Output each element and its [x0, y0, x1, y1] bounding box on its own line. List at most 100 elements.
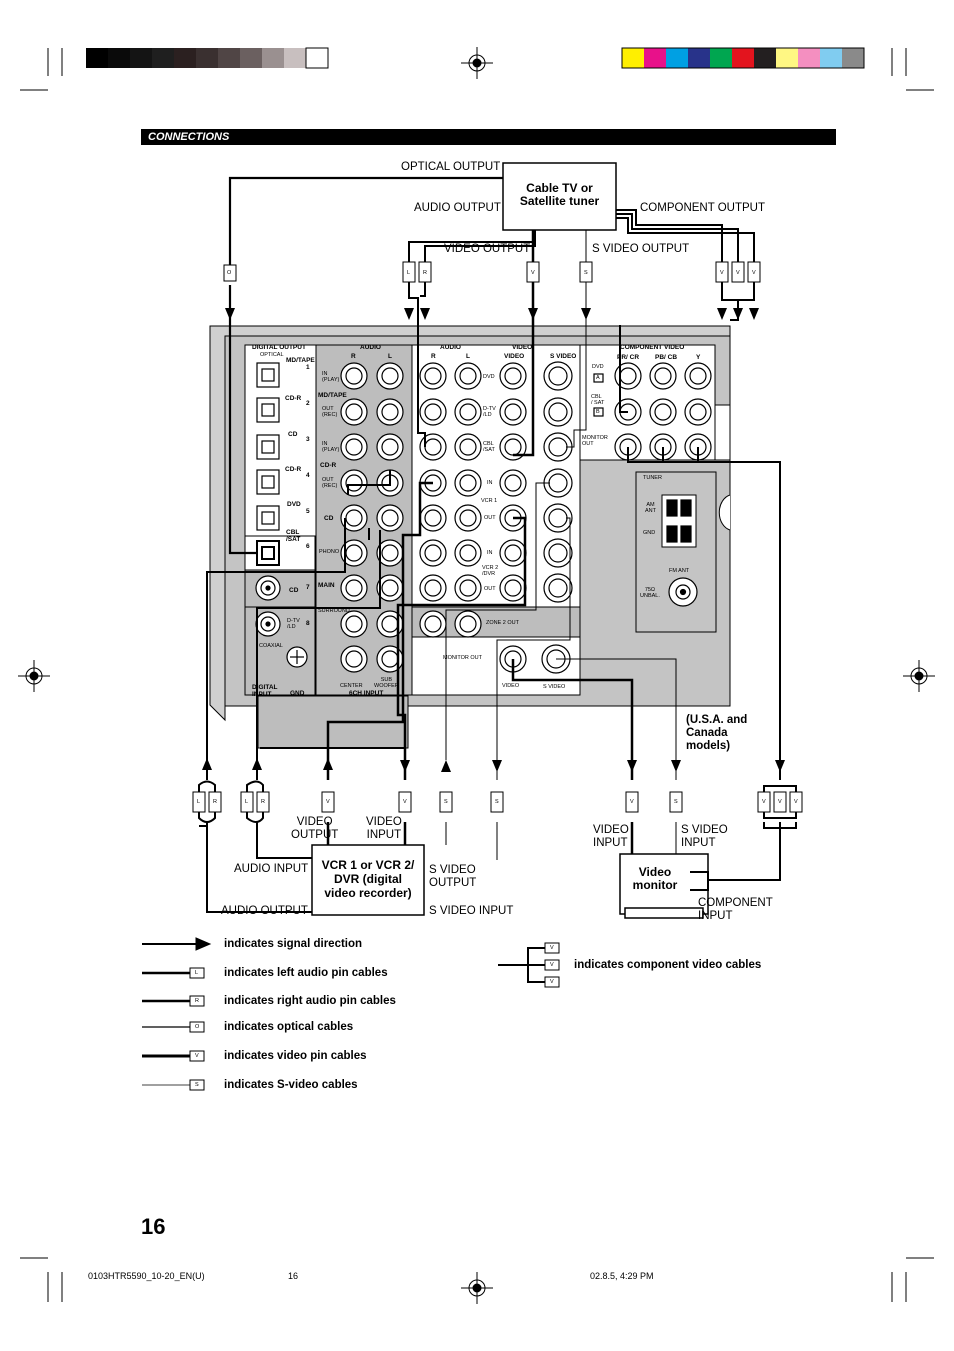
- registration-mark-top: [461, 47, 493, 79]
- top-plugs: [223, 261, 761, 283]
- panel-am-ant: AM ANT: [645, 502, 656, 514]
- panel-cbl-c: CBL / SAT: [591, 394, 605, 406]
- panel-dvd-v: DVD: [483, 374, 495, 380]
- plug-right: R: [261, 799, 265, 805]
- panel-num-8: 8: [306, 620, 310, 627]
- signal-arrows: [202, 308, 785, 772]
- panel-unbal: 75Ω UNBAL.: [640, 587, 660, 599]
- legend-plug-optical: O: [195, 1024, 200, 1030]
- cables: [199, 176, 797, 913]
- panel-gnd: GND: [290, 690, 305, 697]
- panel-cbl-sat-opt: CBL /SAT: [286, 529, 301, 543]
- panel-video-col: VIDEO: [504, 353, 525, 360]
- panel-audio-2: AUDIO: [440, 344, 461, 351]
- plug-video: V: [403, 799, 407, 805]
- panel-pb: PB/ CB: [655, 354, 678, 361]
- panel-md-tape: MD/TAPE: [286, 357, 315, 364]
- panel-vcr1: VCR 1: [481, 498, 498, 504]
- plug-video: V: [778, 799, 782, 805]
- panel-dvd-c-tag: A: [596, 375, 600, 381]
- legend-right: indicates right audio pin cables: [224, 995, 396, 1007]
- page-number: 16: [141, 1214, 166, 1239]
- legend-optical: indicates optical cables: [224, 1021, 354, 1033]
- panel-num-4: 4: [306, 472, 310, 479]
- label-monitor-video-input: VIDEO INPUT: [593, 824, 629, 849]
- panel-coaxial: COAXIAL: [259, 643, 283, 649]
- label-component-output: COMPONENT OUTPUT: [640, 202, 766, 214]
- legend-svideo: indicates S-video cables: [224, 1079, 358, 1091]
- panel-num-5: 5: [306, 508, 310, 515]
- plug-optical: O: [227, 270, 232, 276]
- panel-phono: PHONO: [319, 549, 340, 555]
- panel-monitor-out: MONITOR OUT: [443, 655, 483, 661]
- panel-out-rec: OUT (REC): [322, 406, 338, 418]
- panel-num-3: 3: [306, 436, 310, 443]
- plug-video: V: [762, 799, 766, 805]
- plug-right: R: [213, 799, 217, 805]
- panel-md-tape-2: MD/TAPE: [318, 392, 347, 399]
- label-vcr-s-video-input: S VIDEO INPUT: [429, 905, 514, 917]
- label-vcr-s-video-output: S VIDEO OUTPUT: [429, 864, 477, 889]
- panel-main: MAIN: [318, 582, 335, 589]
- section-header-bar: CONNECTIONS: [141, 129, 836, 145]
- registration-mark-bottom: [461, 1272, 493, 1304]
- panel-audio: AUDIO: [360, 344, 381, 351]
- label-audio-output: AUDIO OUTPUT: [414, 202, 501, 214]
- panel-tuner: TUNER: [643, 475, 662, 481]
- panel-in-play: IN (PLAY): [322, 371, 340, 383]
- panel-dtv-v: D-TV /LD: [483, 406, 496, 418]
- panel-num-6: 6: [306, 543, 310, 550]
- legend-video: indicates video pin cables: [224, 1050, 367, 1062]
- panel-dvd-c: DVD: [592, 364, 604, 370]
- panel-dtv-coax: D-TV /LD: [287, 618, 300, 630]
- plug-svideo: S: [444, 799, 448, 805]
- vcr-box-line3: video recorder): [324, 886, 412, 900]
- plug-video: V: [326, 799, 330, 805]
- plug-left: L: [245, 799, 249, 805]
- panel-r: R: [351, 353, 356, 360]
- registration-mark-right: [903, 660, 935, 692]
- panel-svideo-bot: S VIDEO: [543, 684, 566, 690]
- legend-graphics: [142, 937, 560, 1091]
- panel-fm-ant: FM ANT: [669, 568, 690, 574]
- monitor-box-line2: monitor: [632, 878, 678, 892]
- legend-plug-video: V: [195, 1053, 199, 1059]
- label-video-output: VIDEO OUTPUT: [444, 243, 531, 255]
- label-optical-output: OPTICAL OUTPUT: [401, 161, 501, 173]
- panel-num-7: 7: [306, 584, 310, 591]
- plug-video: V: [531, 270, 535, 276]
- plug-video: V: [630, 799, 634, 805]
- panel-cbl-v: CBL /SAT: [483, 441, 495, 453]
- registration-mark-left: [18, 660, 50, 692]
- footer-date: 02.8.5, 4:29 PM: [590, 1271, 654, 1281]
- plug-video: V: [752, 270, 756, 276]
- tuner-box-line1: Cable TV or: [526, 181, 593, 195]
- panel-num-2: 2: [306, 400, 310, 407]
- panel-cd-r-3: CD-R: [320, 462, 337, 469]
- footer-page: 16: [288, 1271, 299, 1281]
- plug-right: R: [423, 270, 427, 276]
- color-bar: [621, 47, 865, 69]
- panel-out-1: OUT: [484, 515, 496, 521]
- panel-digital-input: DIGITAL INPUT: [252, 684, 278, 698]
- label-vcr-audio-output: AUDIO OUTPUT: [221, 905, 308, 917]
- section-title: CONNECTIONS: [148, 131, 230, 143]
- panel-pr: PR/ CR: [617, 354, 640, 361]
- panel-center: CENTER: [340, 683, 363, 689]
- panel-s-video-col: S VIDEO: [550, 353, 577, 360]
- label-s-video-output: S VIDEO OUTPUT: [592, 243, 690, 255]
- panel-cd-coax: CD: [289, 587, 299, 594]
- panel-subwoofer: SUB WOOFER: [374, 677, 399, 689]
- panel-cd-r: CD-R: [285, 395, 302, 402]
- coaxial-jacks: [255, 575, 308, 668]
- panel-optical: OPTICAL: [260, 352, 284, 358]
- vcr-box-line2: DVR (digital: [334, 872, 402, 886]
- plug-video: V: [720, 270, 724, 276]
- legend-plug-video: V: [550, 945, 554, 951]
- panel-cd: CD: [288, 431, 298, 438]
- plug-left: L: [407, 270, 411, 276]
- plug-left: L: [197, 799, 201, 805]
- panel-surround: SURROUND: [318, 608, 350, 614]
- region-note: (U.S.A. and Canada models): [686, 714, 748, 752]
